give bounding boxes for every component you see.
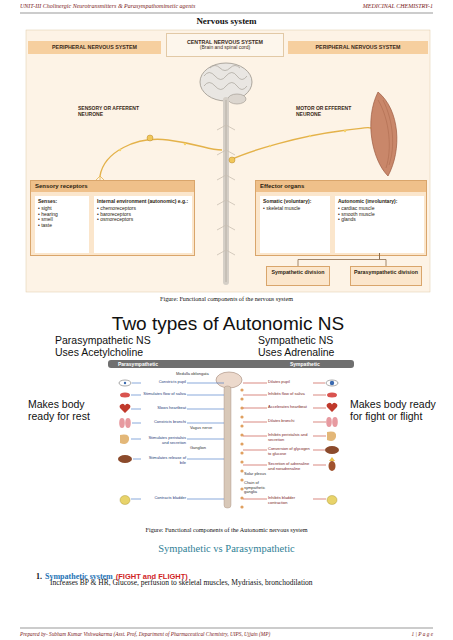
part-label: Medulla oblongata — [176, 372, 214, 377]
neurone-label: SENSORY OR AFFERENT NEURONE — [78, 106, 140, 118]
motor-neurone — [229, 128, 372, 163]
side-note: Makes body ready for fight or flight — [350, 398, 440, 422]
system-band: PERIPHERAL NERVOUS SYSTEM — [288, 41, 428, 54]
effect-label: Conversion of glycogen to glucose — [268, 447, 312, 456]
effect-label: Stimulates flow of saliva — [142, 392, 186, 397]
effector-panel: Effector organsSomatic (voluntary):• ske… — [255, 180, 427, 256]
connector-line — [380, 253, 387, 266]
effect-label: Constricts bronchi — [142, 420, 186, 425]
list-heading: Sympathetic system — [45, 572, 113, 581]
effect-label: Dilates bronchi — [268, 419, 312, 424]
list-tag: (FIGHT and FLIGHT) — [116, 573, 188, 582]
box-text: • sight — [35, 206, 89, 212]
effector-box: Somatic (voluntary):• skeletal muscle — [260, 196, 330, 253]
effect-label: Secretion of adrenaline and noradrenalin… — [268, 462, 312, 471]
sensory-neurone — [95, 135, 222, 182]
effect-label: Inhibits peristalsis and secretion — [268, 433, 312, 442]
box-heading: Senses: — [35, 196, 89, 206]
figure-caption: Figure: Functional components of the ner… — [60, 295, 393, 302]
effect-label: Dilates pupil — [268, 380, 312, 385]
figure-caption: Figure: Functional components of the Aut… — [60, 526, 393, 533]
box-text: • chemoreceptors — [94, 206, 192, 212]
effector-box: Autonomic (involuntary):• cardiac muscle… — [335, 196, 424, 253]
system-band: CENTRAL NERVOUS SYSTEM(Brain and spinal … — [166, 33, 284, 57]
box-heading: Somatic (voluntary): — [260, 196, 330, 206]
parasympathetic-wires — [131, 383, 224, 499]
box-heading: Sympathetic division — [267, 267, 329, 277]
box-heading: Autonomic (involuntary): — [335, 196, 424, 206]
box-heading: Sensory receptors — [31, 181, 194, 192]
neurone-label: MOTOR OR EFFERENT NEURONE — [296, 106, 358, 118]
part-label: Solar plexus — [244, 472, 268, 477]
box-text: • taste — [35, 223, 89, 229]
sympathetic-wires — [243, 383, 326, 499]
spinal-cord — [217, 100, 235, 282]
bar-label: Sympathetic — [290, 361, 350, 367]
effect-label: Inhibits flow of saliva — [268, 392, 312, 397]
figure-heading: Two types of Autonomic NS — [26, 313, 430, 335]
muscle-drawing — [371, 92, 397, 176]
organ-icons — [118, 380, 339, 505]
system-band: PERIPHERAL NERVOUS SYSTEM — [28, 41, 161, 54]
sense-box: Senses:• sight• hearing• smell• taste — [35, 196, 89, 253]
spinal-cord — [224, 386, 231, 508]
footer-rule — [20, 628, 433, 629]
receptor-panel: Sensory receptorsSenses:• sight• hearing… — [30, 180, 195, 256]
sense-box: Internal environment (autonomic) e.g.:• … — [94, 196, 192, 253]
ns-heading: Uses Adrenaline — [258, 346, 388, 358]
division-box: Sympathetic division — [266, 266, 330, 286]
part-label: Chain of sympathetic ganglia — [244, 481, 268, 495]
ns-heading: Uses Acetylcholine — [55, 346, 185, 358]
division-box: Parasympathetic division — [350, 266, 422, 286]
running-header: UNIT-III Cholinergic Neurotransmitters &… — [20, 3, 320, 10]
ns-heading: Parasympathetic NS — [55, 334, 185, 346]
page-number: 1 | P a g e — [390, 631, 433, 637]
brain-drawing — [216, 372, 242, 388]
figure-panel — [26, 30, 430, 292]
page-title: Nervous system — [60, 16, 393, 26]
ns-heading: Sympathetic NS — [258, 334, 388, 346]
side-note: Makes body ready for rest — [28, 398, 108, 422]
box-heading: PERIPHERAL NERVOUS SYSTEM — [28, 41, 161, 54]
box-text: • glands — [335, 217, 424, 223]
header-rule — [20, 13, 433, 14]
effect-label: Accelerates heartbeat — [268, 405, 312, 410]
box-heading: Internal environment (autonomic) e.g.: — [94, 196, 192, 206]
footer-note: Prepared by- Subham Kumar Vishwakarma (A… — [20, 631, 390, 637]
part-label: Ganglion — [190, 446, 220, 451]
connector-line — [298, 253, 380, 266]
effect-label: Constricts pupil — [142, 380, 186, 385]
box-heading: Parasympathetic division — [351, 267, 421, 277]
box-heading: CENTRAL NERVOUS SYSTEM — [167, 34, 283, 45]
bar-label: Parasympathetic — [118, 361, 198, 367]
part-label: Vagus nerve — [190, 426, 222, 431]
box-text: • cardiac muscle — [335, 206, 424, 212]
effect-label: Inhibits bladder contraction — [268, 496, 312, 505]
effect-label: Stimulates peristalsis and secretion — [142, 436, 186, 445]
box-text: • skeletal muscle — [260, 206, 330, 212]
ganglia-chain — [240, 388, 243, 508]
header-bar — [108, 360, 354, 368]
section-heading: Sympathetic vs Parasympathetic — [60, 543, 393, 555]
text-row: 1.Sympathetic system(FIGHT and FLIGHT) — [36, 565, 191, 583]
effect-label: Stimulates release of bile — [142, 456, 186, 465]
box-text: (Brain and spinal cord) — [167, 45, 283, 51]
box-heading: Effector organs — [256, 181, 426, 192]
box-text: • osmoreceptors — [94, 217, 192, 223]
effect-label: Slows heartbeat — [142, 406, 186, 411]
box-heading: PERIPHERAL NERVOUS SYSTEM — [288, 41, 428, 54]
running-header: MEDICINAL CHEMISTRY-1 — [330, 3, 433, 10]
list-number: 1. — [36, 572, 42, 581]
effect-label: Contracts bladder — [142, 496, 186, 501]
